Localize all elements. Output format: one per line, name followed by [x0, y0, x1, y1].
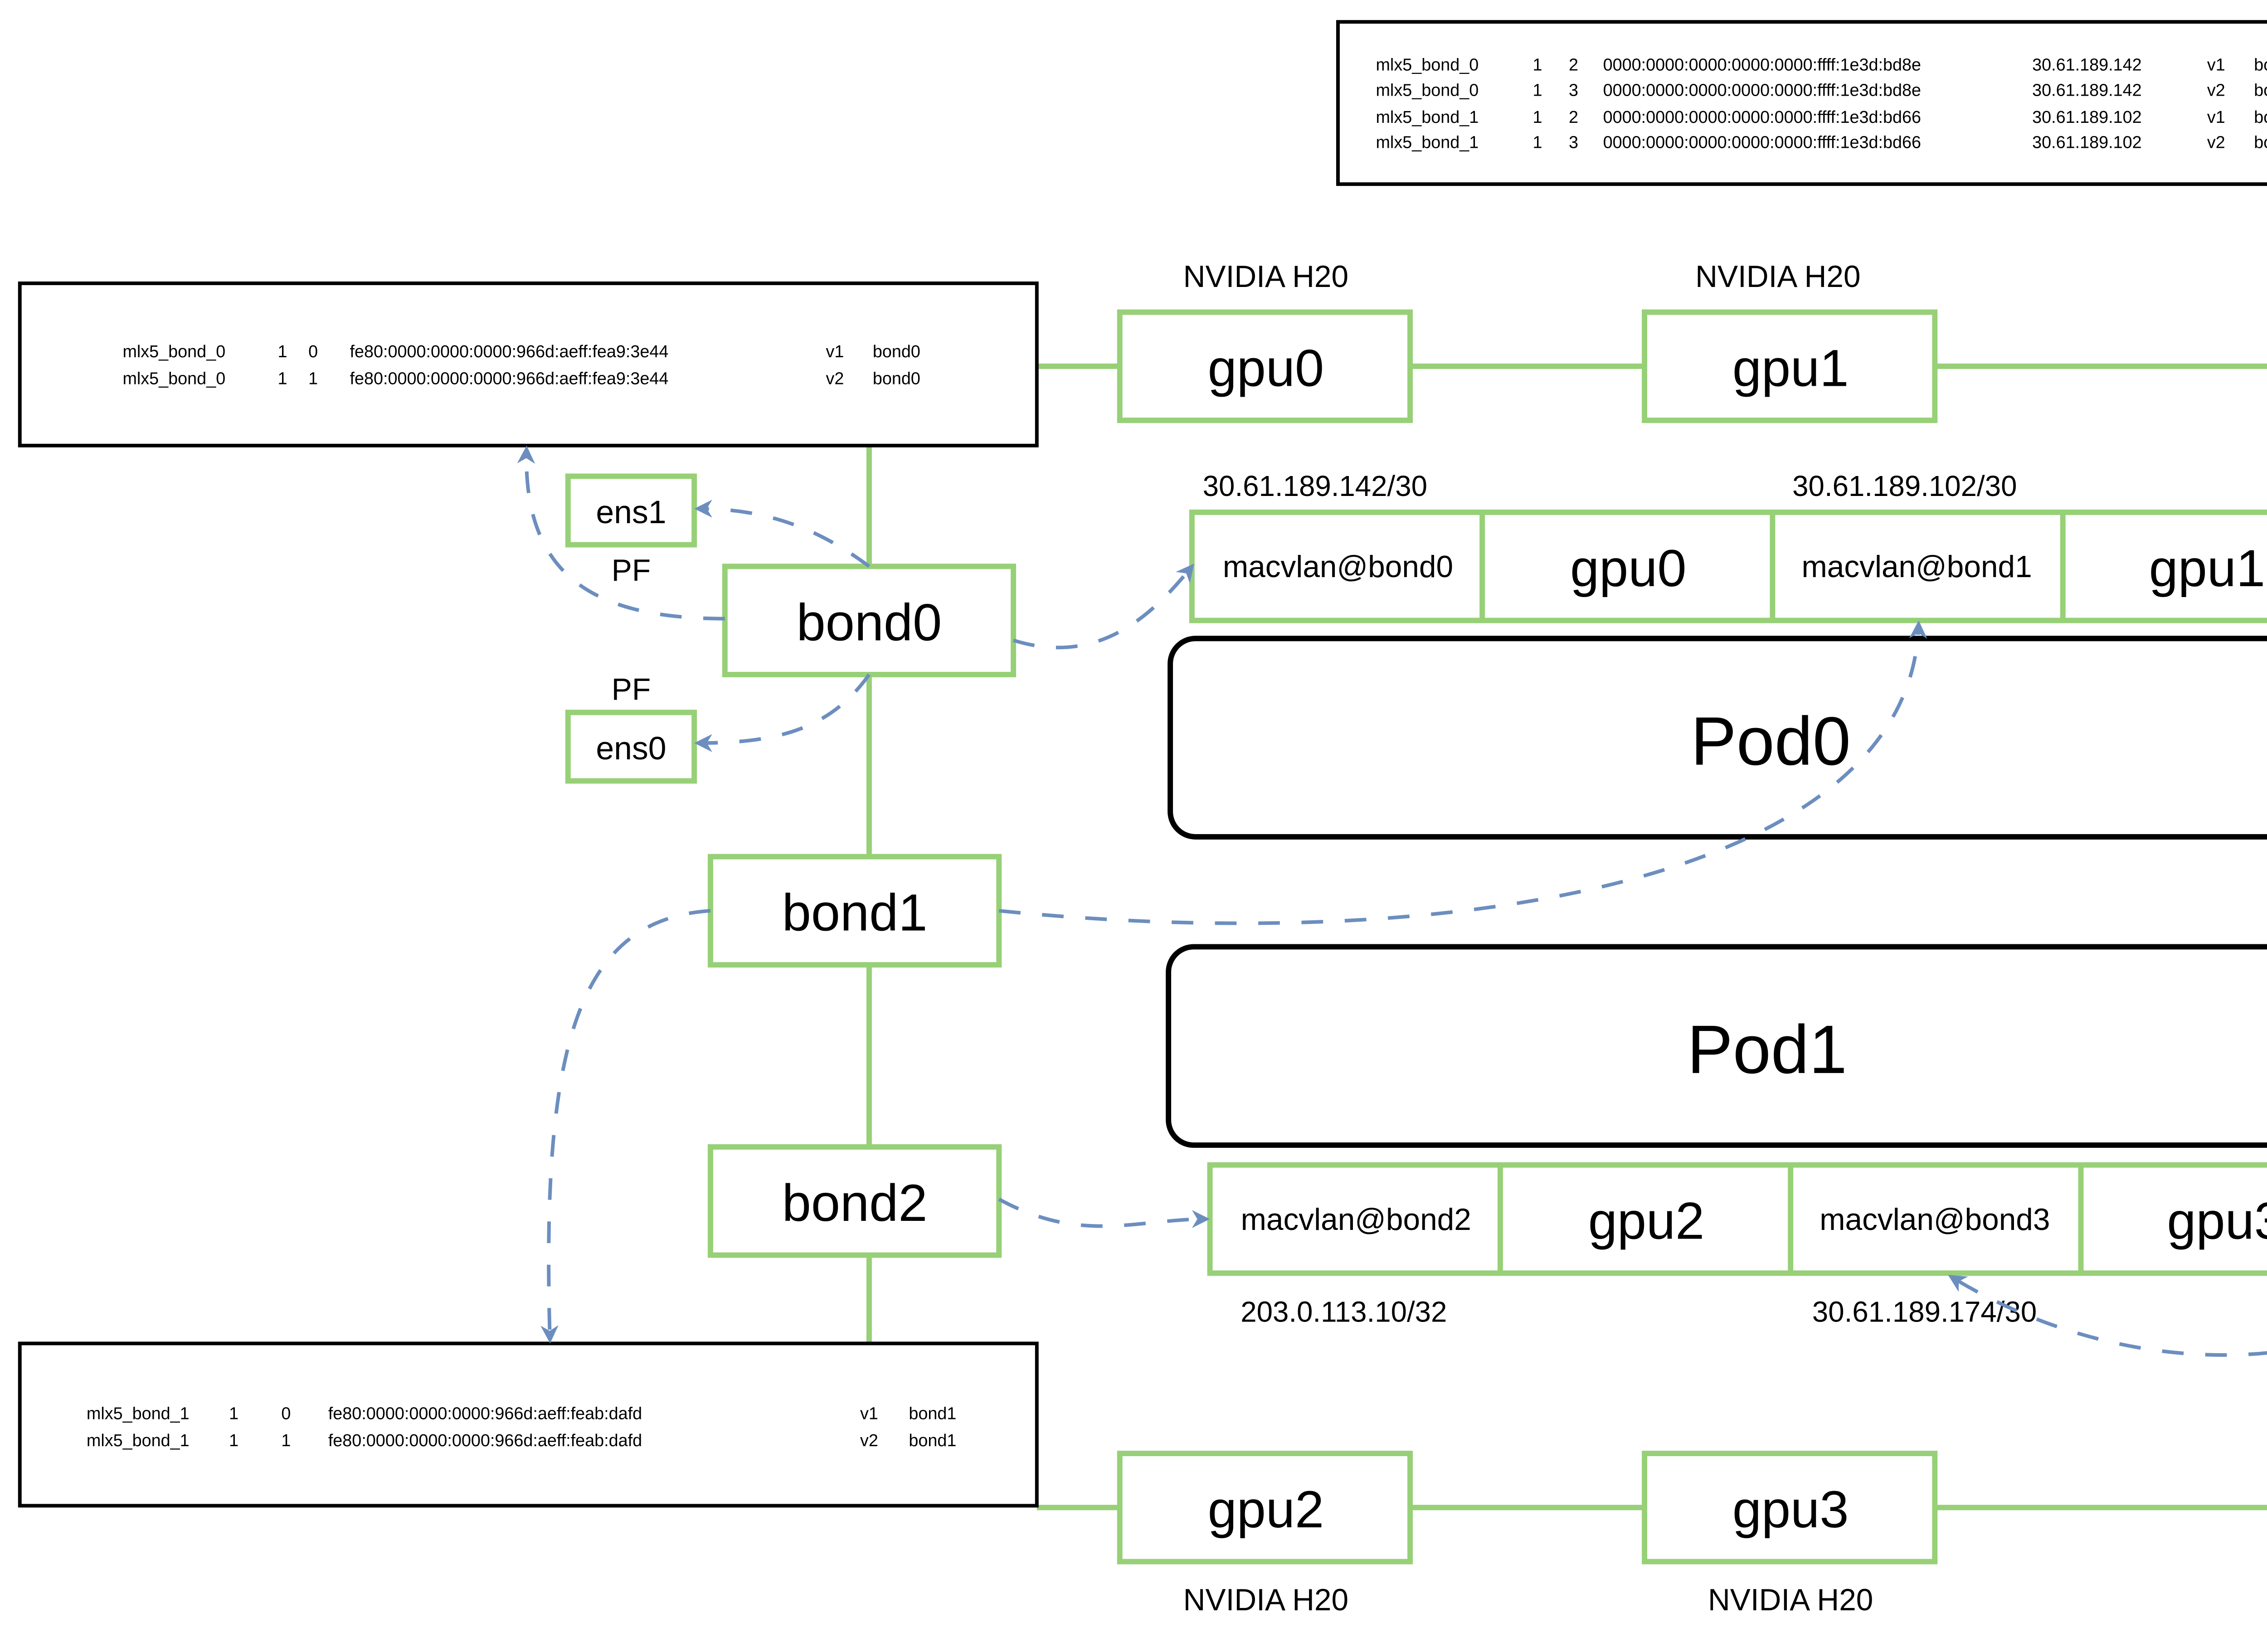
ip-label: 203.0.113.10/32	[1241, 1296, 1447, 1328]
macvlan-bond3-cell[interactable]: macvlan@bond3	[1819, 1203, 2050, 1237]
gpu-node-gpu1[interactable]: NVIDIA H20 gpu1	[1642, 260, 1938, 423]
pod-label: Pod0	[1691, 703, 1851, 780]
gpu-label: gpu1	[1732, 340, 1849, 398]
gpu-label: gpu3	[1732, 1481, 1849, 1539]
gpu-model-label: NVIDIA H20	[1183, 260, 1348, 294]
nic-ens0[interactable]: PF ens0	[565, 673, 697, 784]
pod-pod1[interactable]: Pod1	[1166, 944, 2267, 1148]
bond-label: bond2	[782, 1174, 928, 1232]
link-gpu1-bond5	[1935, 363, 2267, 369]
ip-label: 30.61.189.102/30	[1792, 470, 2017, 502]
pod-gpu2-cell[interactable]: gpu2	[1588, 1192, 1705, 1250]
ip-label: 30.61.189.174/30	[1812, 1296, 2037, 1328]
arrow-bond1-to-macvlan-bond1	[998, 620, 1927, 925]
gpu-label: gpu0	[1208, 340, 1324, 398]
arrow-bond2-to-macvlan-bond2	[998, 1197, 1210, 1228]
arrow-bond0-to-macvlan-bond0	[1012, 564, 1194, 650]
dashed-arrows	[517, 445, 2267, 1357]
pod-gpu3-cell[interactable]: gpu3	[2167, 1192, 2267, 1250]
bond-node-bond1[interactable]: bond1	[707, 854, 1002, 968]
pod0-interface-strip: 30.61.189.142/30 30.61.189.102/30 macvla…	[1189, 470, 2267, 623]
gpu-label: gpu2	[1208, 1481, 1324, 1539]
pod-pod0[interactable]: Pod0	[1168, 636, 2267, 840]
pf-label: PF	[612, 554, 651, 588]
pod-gpu1-cell[interactable]: gpu1	[2149, 539, 2266, 598]
ip-label: 30.61.189.142/30	[1203, 470, 1427, 502]
gpu-node-gpu0[interactable]: NVIDIA H20 gpu0	[1117, 260, 1413, 423]
macvlan-bond0-cell[interactable]: macvlan@bond0	[1223, 550, 1453, 584]
gpu-model-label: NVIDIA H20	[1708, 1583, 1873, 1617]
bond-label: bond0	[797, 593, 942, 651]
pod1-interface-strip: macvlan@bond2 gpu2 macvlan@bond3 gpu3 20…	[1207, 1162, 2267, 1328]
macvlan-bond1-cell[interactable]: macvlan@bond1	[1801, 550, 2032, 584]
pod-gpu0-cell[interactable]: gpu0	[1570, 539, 1687, 598]
nic-ens1[interactable]: ens1 PF	[565, 473, 697, 588]
arrow-bond0-to-ens1	[694, 500, 871, 568]
gpu-model-label: NVIDIA H20	[1695, 260, 1860, 294]
links	[866, 363, 2267, 1511]
pod-label: Pod1	[1687, 1011, 1847, 1088]
nic-label: ens1	[596, 494, 666, 530]
gpu-node-gpu2[interactable]: gpu2 NVIDIA H20	[1117, 1451, 1413, 1617]
bond-node-bond0[interactable]: bond0	[722, 564, 1017, 677]
arrow-bond3-to-macvlan-bond3	[1948, 1275, 2267, 1357]
macvlan-bond2-cell[interactable]: macvlan@bond2	[1241, 1203, 1471, 1237]
link-bond3-gpu3	[1935, 1505, 2267, 1511]
gpu-node-gpu3[interactable]: gpu3 NVIDIA H20	[1642, 1451, 1938, 1617]
bond-label: bond1	[782, 884, 928, 942]
arrow-bond0-to-top-left-table	[517, 445, 725, 621]
bond-node-bond2[interactable]: bond2	[707, 1144, 1002, 1258]
gpu-model-label: NVIDIA H20	[1183, 1583, 1348, 1617]
arrow-bond0-to-ens0	[694, 673, 871, 752]
pf-label: PF	[612, 673, 651, 707]
nic-label: ens0	[596, 730, 666, 767]
arrow-bond1-to-bottom-left-table	[540, 909, 711, 1344]
